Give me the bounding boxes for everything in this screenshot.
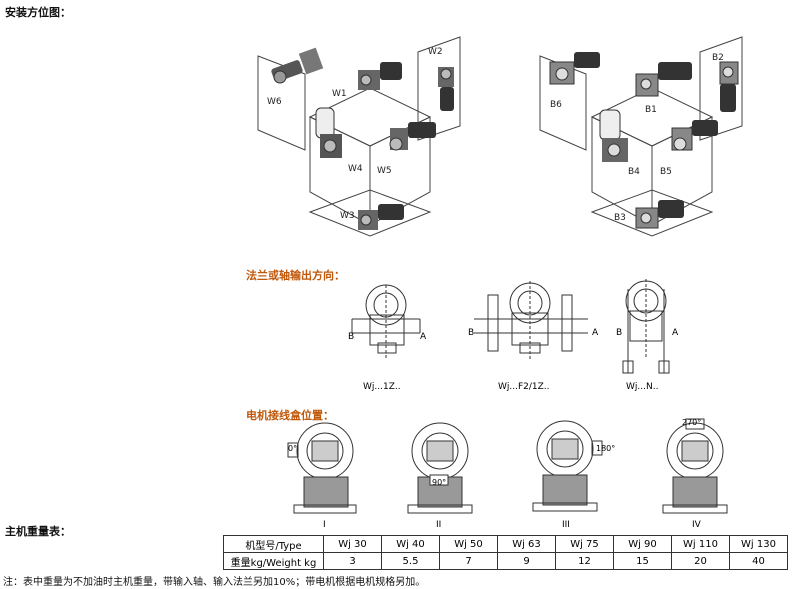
junction-3-angle: 180° [596,444,615,453]
junction-1-roman: I [323,520,326,530]
type-header: 机型号/Type [223,535,324,553]
type-cell: Wj 75 [555,535,614,553]
motor-b2-icon [719,61,739,112]
flange-3-a: A [672,328,679,338]
label-b1: B1 [645,105,657,115]
type-cell: Wj 50 [439,535,498,553]
table-row: 重量kg/Weight kg 3 5.5 7 9 12 15 20 40 [223,552,788,570]
flange-3-caption: Wj...N.. [626,382,658,392]
motor-b5-icon [671,120,718,151]
footnote: 注：表中重量为不加油时主机重量，带输入轴、输入法兰另加10%；带电机根据电机规格… [3,577,426,588]
weight-cell: 7 [439,552,498,570]
panel-b3 [590,189,714,237]
motor-b1-icon [635,62,692,97]
weight-cell: 15 [613,552,672,570]
weight-table: 机型号/Type Wj 30 Wj 40 Wj 50 Wj 63 Wj 75 W… [223,535,788,570]
label-w2: W2 [428,47,443,57]
weight-header: 重量kg/Weight kg [223,552,324,570]
cube-diagram-right: B6 B1 B2 B4 B5 B3 [539,36,743,237]
weight-cell: 9 [497,552,556,570]
junction-title: 电机接线盒位置： [246,409,334,422]
label-b6: B6 [550,100,562,110]
type-cell: Wj 40 [381,535,440,553]
junction-diagrams: 0° I 90° II 180° III 270° IV [287,418,728,530]
weight-cell: 3 [323,552,382,570]
flange-2-a: A [592,328,599,338]
junction-1-angle: 0° [288,444,297,453]
motor-w6-icon [271,47,324,84]
flange-2-caption: Wj...F2/1Z.. [498,382,550,392]
flange-diagrams: B A Wj...1Z.. B A Wj...F2/1Z.. B A Wj...… [348,279,679,392]
flange-view-1z [351,284,421,359]
junction-view-2 [407,422,473,514]
flange-view-n [622,279,670,374]
label-b5: B5 [660,167,672,177]
junction-4-roman: IV [692,520,702,530]
motor-b3-icon [635,200,684,229]
flange-view-f2 [474,281,588,359]
flange-3-b: B [616,328,622,338]
junction-3-roman: III [562,520,570,530]
type-cell: Wj 30 [323,535,382,553]
label-w5: W5 [377,166,392,176]
junction-2-roman: II [436,520,441,530]
motor-b6-icon [549,52,600,85]
flange-1-a: A [420,332,427,342]
flange-2-b: B [468,328,474,338]
type-cell: Wj 110 [671,535,730,553]
junction-view-4 [662,418,728,514]
type-cell: Wj 90 [613,535,672,553]
weight-cell: 20 [671,552,730,570]
junction-view-3 [532,420,603,512]
label-b2: B2 [712,53,724,63]
motor-w2-icon [438,67,454,111]
cube-diagram-left: W6 W1 W2 W4 W5 W3 [257,36,461,237]
install-title: 安装方位图： [5,6,71,19]
junction-2-angle: 90° [432,478,446,487]
motor-w4-icon [315,107,342,158]
junction-4-angle: 270° [682,418,701,427]
label-w6: W6 [267,97,282,107]
type-cell: Wj 63 [497,535,556,553]
motor-w5-icon [389,122,436,151]
label-w4: W4 [348,164,363,174]
motor-w1-icon [358,62,402,90]
motor-b4-icon [599,109,628,162]
label-b4: B4 [628,167,640,177]
panel-w3 [308,189,432,237]
flange-1-b: B [348,332,354,342]
label-w1: W1 [332,89,347,99]
table-row: 机型号/Type Wj 30 Wj 40 Wj 50 Wj 63 Wj 75 W… [223,535,788,553]
junction-view-1 [287,422,357,514]
label-w3: W3 [340,211,355,221]
label-b3: B3 [614,213,626,223]
weight-cell: 40 [729,552,788,570]
motor-w3-icon [358,204,404,230]
type-cell: Wj 130 [729,535,788,553]
flange-title: 法兰或轴输出方向： [246,269,345,282]
weight-title: 主机重量表： [5,525,71,538]
weight-cell: 5.5 [381,552,440,570]
weight-cell: 12 [555,552,614,570]
flange-1-caption: Wj...1Z.. [363,382,401,392]
